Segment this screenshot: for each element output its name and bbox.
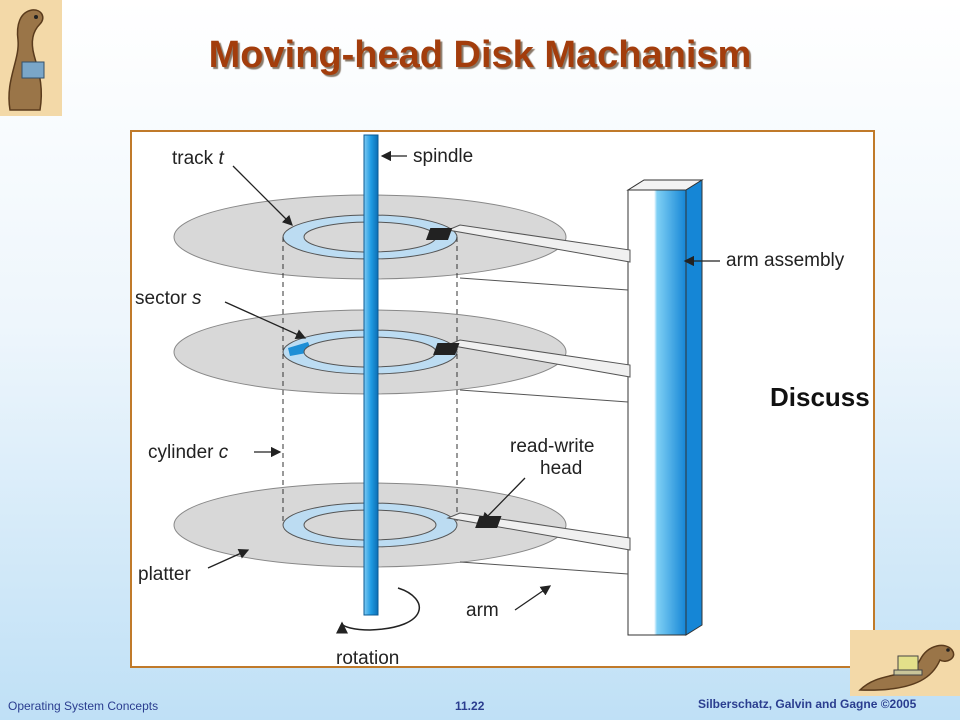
sector-arrow-icon: [224, 301, 307, 340]
sector-label: sector s: [135, 288, 202, 309]
platter-label: platter: [138, 564, 191, 585]
read-write-label-line2: head: [540, 458, 582, 479]
slide-title: Moving-head Disk Machanism: [208, 34, 752, 76]
arm-assembly: [626, 179, 704, 636]
spindle-shaft: [363, 134, 379, 616]
track-label: track t: [172, 148, 224, 169]
arm-top: [425, 224, 631, 291]
read-write-label-line1: read-write: [510, 436, 594, 457]
read-write-arrow-icon: [481, 477, 526, 523]
disk-mechanism-diagram: track t spindle arm assembly sector s cy…: [130, 130, 875, 668]
arm-label: arm: [466, 600, 499, 621]
spindle-label: spindle: [413, 146, 473, 167]
cylinder-label: cylinder c: [148, 442, 229, 463]
platter-arrow-icon: [207, 548, 250, 569]
arm-arrow-icon: [514, 585, 552, 611]
dinosaur-logo-icon: [0, 0, 62, 116]
footer-authors: Silberschatz, Galvin and Gagne ©2005: [698, 697, 917, 711]
discuss-note: Discuss: [770, 382, 870, 412]
rotation-label: rotation: [336, 648, 399, 668]
track-arrow-icon: [232, 165, 293, 226]
arm-middle: [433, 339, 631, 403]
dinosaur-computer-logo-icon: [850, 630, 960, 696]
arm-assembly-label: arm assembly: [726, 250, 845, 271]
slide-number: 11.22: [455, 699, 485, 713]
footer-course-title: Operating System Concepts: [8, 699, 159, 713]
rotation-arrow-icon: [336, 587, 421, 634]
